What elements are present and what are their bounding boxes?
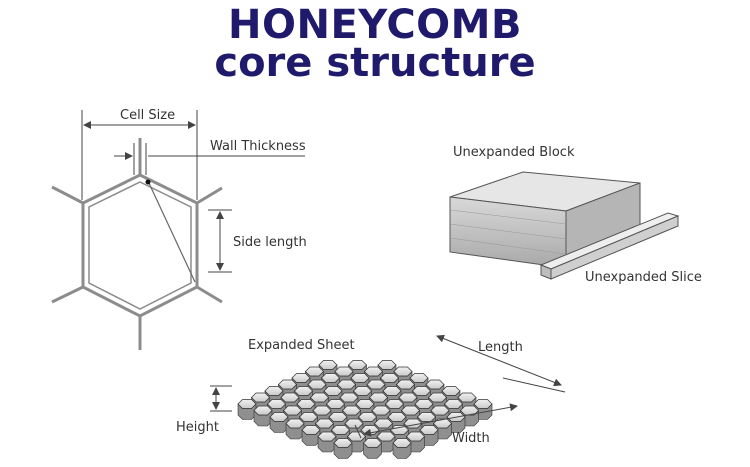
honeycomb-cell	[419, 425, 439, 435]
honeycomb-cell	[374, 418, 393, 429]
title-line-2: core structure	[214, 40, 536, 86]
side-length-label: Side length	[233, 235, 307, 250]
honeycomb-cell	[430, 405, 450, 416]
honeycomb-cell	[444, 399, 463, 409]
honeycomb-cell	[412, 386, 431, 396]
width-label: Width	[452, 431, 490, 446]
honeycomb-cell	[392, 438, 412, 448]
wall-thickness-point	[145, 179, 151, 185]
honeycomb-cell	[328, 412, 348, 422]
honeycomb-cell	[337, 379, 356, 390]
honeycomb-cell	[377, 360, 397, 370]
honeycomb-cell	[387, 412, 407, 422]
expanded-sheet-label: Expanded Sheet	[248, 338, 355, 353]
honeycomb-cell	[425, 379, 445, 390]
honeycomb-cell	[380, 373, 399, 383]
honeycomb-cell	[342, 405, 361, 416]
honeycomb-cell	[318, 360, 338, 370]
side-length-dimension	[208, 209, 232, 273]
honeycomb-cell	[350, 373, 370, 383]
honeycomb-cell	[358, 412, 377, 422]
unexpanded-block-label: Unexpanded Block	[453, 145, 575, 160]
unexpanded-slice-label: Unexpanded Slice	[585, 270, 702, 285]
cell-size-dimension	[81, 110, 198, 200]
honeycomb-cell	[457, 392, 477, 403]
cell-size-label: Cell Size	[120, 108, 175, 123]
length-label: Length	[478, 340, 523, 355]
honeycomb-cell	[428, 392, 447, 403]
honeycomb-cell	[296, 399, 316, 409]
honeycomb-cell	[353, 386, 372, 396]
honeycomb-cell	[323, 386, 343, 396]
honeycomb-cell	[364, 366, 383, 377]
honeycomb-cell	[321, 373, 340, 383]
honeycomb-cell	[317, 431, 337, 442]
honeycomb-cell	[301, 425, 321, 435]
honeycomb-cell	[278, 379, 297, 390]
honeycomb-cell	[382, 386, 402, 396]
honeycomb-cell	[347, 431, 366, 442]
width-dimension	[354, 403, 518, 439]
honeycomb-cell	[369, 392, 388, 403]
honeycomb-cell	[312, 405, 332, 416]
honeycomb-cell	[348, 360, 367, 370]
honeycomb-cell	[310, 392, 329, 403]
honeycomb-cell	[417, 412, 436, 422]
honeycomb-cell	[385, 399, 404, 409]
honeycomb-cell	[280, 392, 300, 403]
title-line-1: HONEYCOMB	[228, 2, 522, 48]
honeycomb-cell	[253, 405, 273, 416]
honeycomb-cell	[294, 386, 313, 396]
unexpanded-slice	[539, 212, 680, 280]
honeycomb-cell	[264, 386, 284, 396]
honeycomb-cell	[473, 399, 493, 409]
honeycomb-cell	[344, 418, 364, 429]
honeycomb-cell	[285, 418, 305, 429]
honeycomb-cell	[371, 405, 391, 416]
honeycomb-cell	[339, 392, 359, 403]
honeycomb-cell	[409, 373, 429, 383]
honeycomb-cell	[393, 366, 413, 377]
honeycomb-cell	[334, 366, 354, 377]
honeycomb-cell	[315, 418, 334, 429]
hex-cell-inner	[88, 181, 192, 310]
honeycomb-cell	[305, 366, 324, 377]
honeycomb-cell	[414, 399, 434, 409]
honeycomb-cell	[326, 399, 345, 409]
wall-thickness-label: Wall Thickness	[210, 139, 306, 154]
honeycomb-cell	[269, 412, 289, 422]
honeycomb-cell	[331, 425, 350, 435]
honeycomb-cell	[376, 431, 396, 442]
honeycomb-cell	[251, 392, 270, 403]
honeycomb-cell	[441, 386, 461, 396]
honeycomb-cell	[333, 438, 353, 448]
height-label: Height	[176, 420, 219, 435]
single-cell-diagram	[51, 138, 223, 350]
height-dimension	[210, 385, 232, 412]
honeycomb-cell	[366, 379, 386, 390]
hex-cell-outer	[81, 173, 199, 318]
wall-thickness-dimension	[114, 143, 305, 175]
honeycomb-cell	[299, 412, 318, 422]
honeycomb-cell	[307, 379, 327, 390]
length-dimension	[436, 334, 566, 393]
honeycomb-cell	[406, 431, 425, 442]
honeycomb-cell	[267, 399, 286, 409]
unexpanded-block	[449, 171, 641, 269]
honeycomb-cell	[237, 399, 257, 409]
honeycomb-cell	[398, 392, 418, 403]
honeycomb-cell	[283, 405, 302, 416]
honeycomb-cell	[401, 405, 420, 416]
honeycomb-cell	[363, 438, 382, 448]
honeycomb-cell	[355, 399, 375, 409]
honeycomb-cell	[291, 373, 311, 383]
honeycomb-cell	[396, 379, 415, 390]
